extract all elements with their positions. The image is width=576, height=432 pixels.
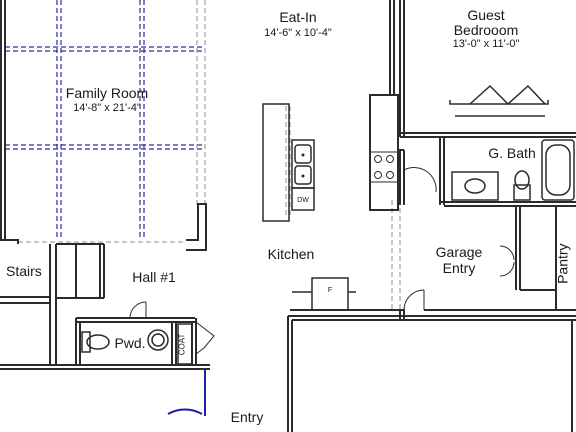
family-room-ceiling-grid xyxy=(5,0,205,238)
eat-in-dims: 14'-6" x 10'-4" xyxy=(264,27,332,39)
entry-door xyxy=(167,369,206,416)
dishwasher-label: DW xyxy=(297,197,309,204)
eat-in-label: Eat-In xyxy=(279,9,317,25)
bath-fixtures xyxy=(451,139,575,201)
kitchen-label: Kitchen xyxy=(267,246,315,262)
family-room-dims: 14'-8" x 21'-4" xyxy=(73,102,141,114)
fridge xyxy=(292,277,356,311)
dashed-beam-lines xyxy=(18,0,401,310)
coat-label: COAT xyxy=(177,333,187,356)
cooktop xyxy=(369,151,399,183)
powder-fixtures xyxy=(81,323,193,365)
entry-label: Entry xyxy=(230,409,264,425)
garage-entry-label: Garage xyxy=(435,244,483,260)
guest-bedroom-label: Guest xyxy=(467,7,505,23)
guest-bedroom-dims: 13'-0" x 11'-0" xyxy=(452,38,520,50)
closet-bifold-door xyxy=(449,84,549,117)
hall-label: Hall #1 xyxy=(132,269,176,285)
guest-bedroom-label-2: Bedrooom xyxy=(453,22,519,38)
family-room-label: Family Room xyxy=(65,85,149,101)
g-bath-label: G. Bath xyxy=(488,145,536,161)
sink-drain-b xyxy=(301,174,305,178)
stairs-label: Stairs xyxy=(6,263,42,279)
pantry-label: Pantry xyxy=(554,243,571,284)
kitchen-island xyxy=(262,103,315,222)
sink-drain-a xyxy=(301,153,305,157)
powder-label: Pwd. xyxy=(114,335,146,351)
garage-entry-label-2: Entry xyxy=(442,260,476,276)
fridge-label: F xyxy=(328,287,332,294)
door-swings xyxy=(129,167,515,355)
